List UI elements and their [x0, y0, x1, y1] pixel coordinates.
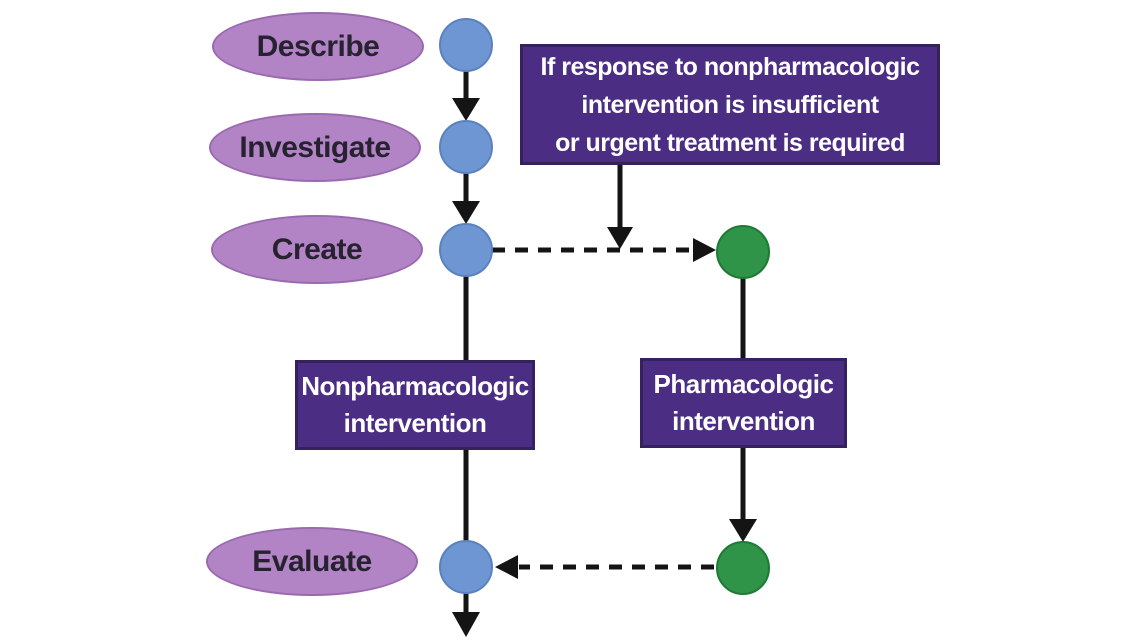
condition-box: If response to nonpharmacologic interven… [520, 44, 940, 165]
nonpharmacologic-label-line-1: Nonpharmacologic [301, 371, 529, 401]
connector-pharmacologic-to-evaluate-dashed [495, 555, 714, 579]
stage-ellipse-investigate: Investigate [209, 113, 421, 182]
connector-condition-to-junction [607, 165, 633, 249]
node-circle-pharmacologic-start [716, 225, 770, 279]
node-circle-evaluate [439, 540, 493, 594]
node-circle-investigate [439, 120, 493, 174]
nonpharmacologic-label-line-2: intervention [343, 408, 487, 438]
node-circle-pharmacologic-end [716, 541, 770, 595]
condition-text-line-3: or urgent treatment is required [555, 128, 905, 157]
stage-label-describe: Describe [256, 29, 380, 63]
node-circle-describe [439, 18, 493, 72]
condition-text-line-2: intervention is insufficient [581, 90, 879, 119]
connector-create-to-pharmacologic-dashed [492, 238, 716, 262]
pharmacologic-label-line-2: intervention [672, 406, 815, 436]
stage-ellipse-create: Create [211, 215, 423, 284]
pharmacologic-label-line-1: Pharmacologic [653, 369, 834, 399]
stage-ellipse-evaluate: Evaluate [206, 527, 418, 596]
node-circle-create [439, 223, 493, 277]
stage-label-investigate: Investigate [239, 130, 391, 164]
stage-label-create: Create [271, 232, 363, 266]
pharmacologic-intervention-box: Pharmacologic intervention [640, 358, 847, 448]
stage-ellipse-describe: Describe [212, 12, 424, 81]
condition-text-line-1: If response to nonpharmacologic [540, 52, 921, 81]
stage-label-evaluate: Evaluate [252, 544, 372, 578]
nonpharmacologic-intervention-box: Nonpharmacologic intervention [295, 360, 535, 450]
